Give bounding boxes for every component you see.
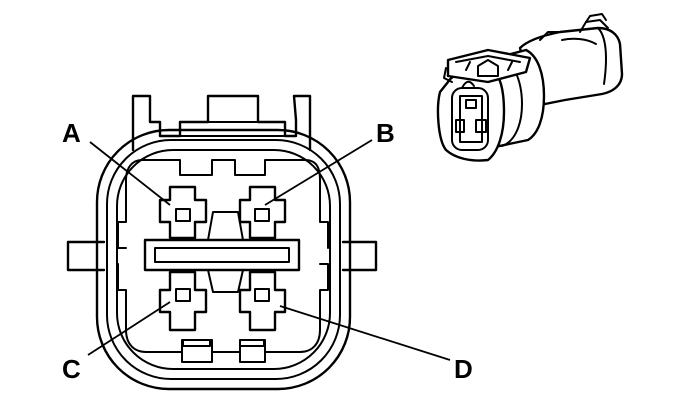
leader-line-c <box>87 301 171 356</box>
housing-outer <box>95 128 352 391</box>
terminal-cavity-a <box>158 185 208 240</box>
connector-isometric-view <box>436 13 624 162</box>
right-ear <box>341 240 378 272</box>
callout-label-c: C <box>62 354 81 384</box>
terminal-cavity-d <box>238 270 287 332</box>
terminal-cavity-b <box>238 185 287 240</box>
callout-label-a: A <box>62 118 81 148</box>
terminal-cavity-c <box>158 270 208 332</box>
leader-line-b <box>264 139 373 206</box>
leader-line-a <box>89 141 171 206</box>
top-latch <box>131 94 312 152</box>
housing-inner <box>116 149 331 370</box>
connector-face-view <box>66 94 378 391</box>
left-ear <box>66 240 106 272</box>
leader-line-d <box>279 305 451 361</box>
center-key-bar <box>143 211 301 293</box>
housing-middle <box>106 139 341 380</box>
callout-label-b: B <box>376 118 395 148</box>
callout-label-d: D <box>454 354 473 384</box>
